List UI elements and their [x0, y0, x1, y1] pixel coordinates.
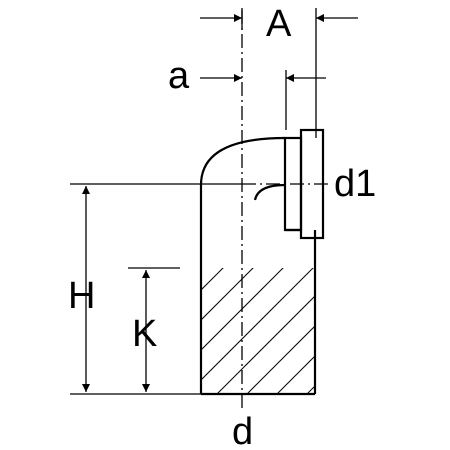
dimension-a-upper [200, 8, 358, 138]
label-H: H [68, 275, 95, 317]
label-K: K [132, 313, 157, 355]
pipe-body [199, 128, 325, 396]
hatched-section [201, 268, 315, 394]
label-d: d [232, 411, 253, 450]
label-A: A [266, 3, 292, 45]
label-a: a [168, 55, 190, 97]
pipe-outer-wall [199, 136, 286, 394]
label-d1: d1 [334, 163, 376, 205]
dimension-a-lower [200, 70, 326, 130]
